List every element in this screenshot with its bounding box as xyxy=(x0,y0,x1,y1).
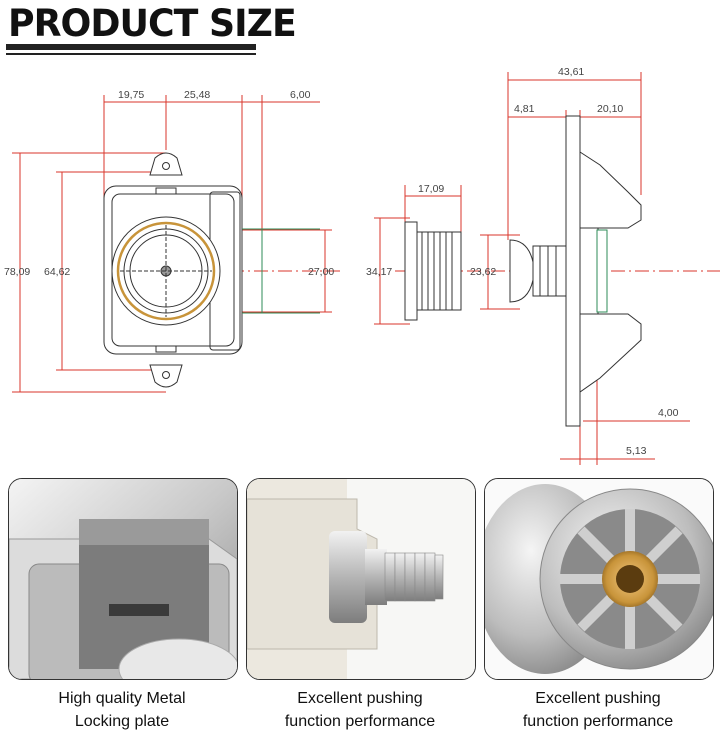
knob-insert-photo xyxy=(484,478,714,680)
caption-line-1: Excellent pushing xyxy=(297,690,423,707)
dim-27-00: 27,00 xyxy=(308,266,334,278)
dim-78-09: 78,09 xyxy=(4,266,30,278)
dim-20-10: 20,10 xyxy=(597,103,623,115)
dim-34-17: 34,17 xyxy=(366,266,392,278)
caption-line-2: function performance xyxy=(522,713,674,730)
dim-19-75: 19,75 xyxy=(118,89,144,101)
dim-4-81: 4,81 xyxy=(514,103,535,115)
page-title: PRODUCT SIZE xyxy=(8,2,297,45)
dim-6-00: 6,00 xyxy=(290,89,311,101)
caption-line-1: High quality Metal xyxy=(58,690,186,707)
caption-threaded-stud: Excellent pushing function performance xyxy=(240,687,480,733)
dim-5-13: 5,13 xyxy=(626,445,647,457)
locking-plate-photo xyxy=(8,478,238,680)
threaded-stud-photo xyxy=(246,478,476,680)
technical-drawing: 19,75 25,48 6,00 78,09 64,62 27,00 17,09… xyxy=(4,66,720,465)
title-underline-thin xyxy=(6,53,256,55)
product-size-header: PRODUCT SIZE xyxy=(6,0,297,58)
dim-25-48: 25,48 xyxy=(184,89,210,101)
title-underline-thick xyxy=(6,44,256,50)
front-view xyxy=(103,152,320,388)
dim-43-61: 43,61 xyxy=(558,66,584,78)
side-view xyxy=(509,115,642,427)
dim-17-09: 17,09 xyxy=(418,183,444,195)
dim-64-62: 64,62 xyxy=(44,266,70,278)
caption-knob-insert: Excellent pushing function performance xyxy=(478,687,718,733)
dim-4-00: 4,00 xyxy=(658,407,679,419)
caption-line-2: function performance xyxy=(284,713,436,730)
dimension-labels: 19,75 25,48 6,00 78,09 64,62 27,00 17,09… xyxy=(4,66,679,457)
dim-23-62: 23,62 xyxy=(470,266,496,278)
caption-line-1: Excellent pushing xyxy=(535,690,661,707)
nut-view xyxy=(404,221,462,321)
caption-line-2: Locking plate xyxy=(74,713,170,730)
caption-locking-plate: High quality Metal Locking plate xyxy=(2,687,242,733)
